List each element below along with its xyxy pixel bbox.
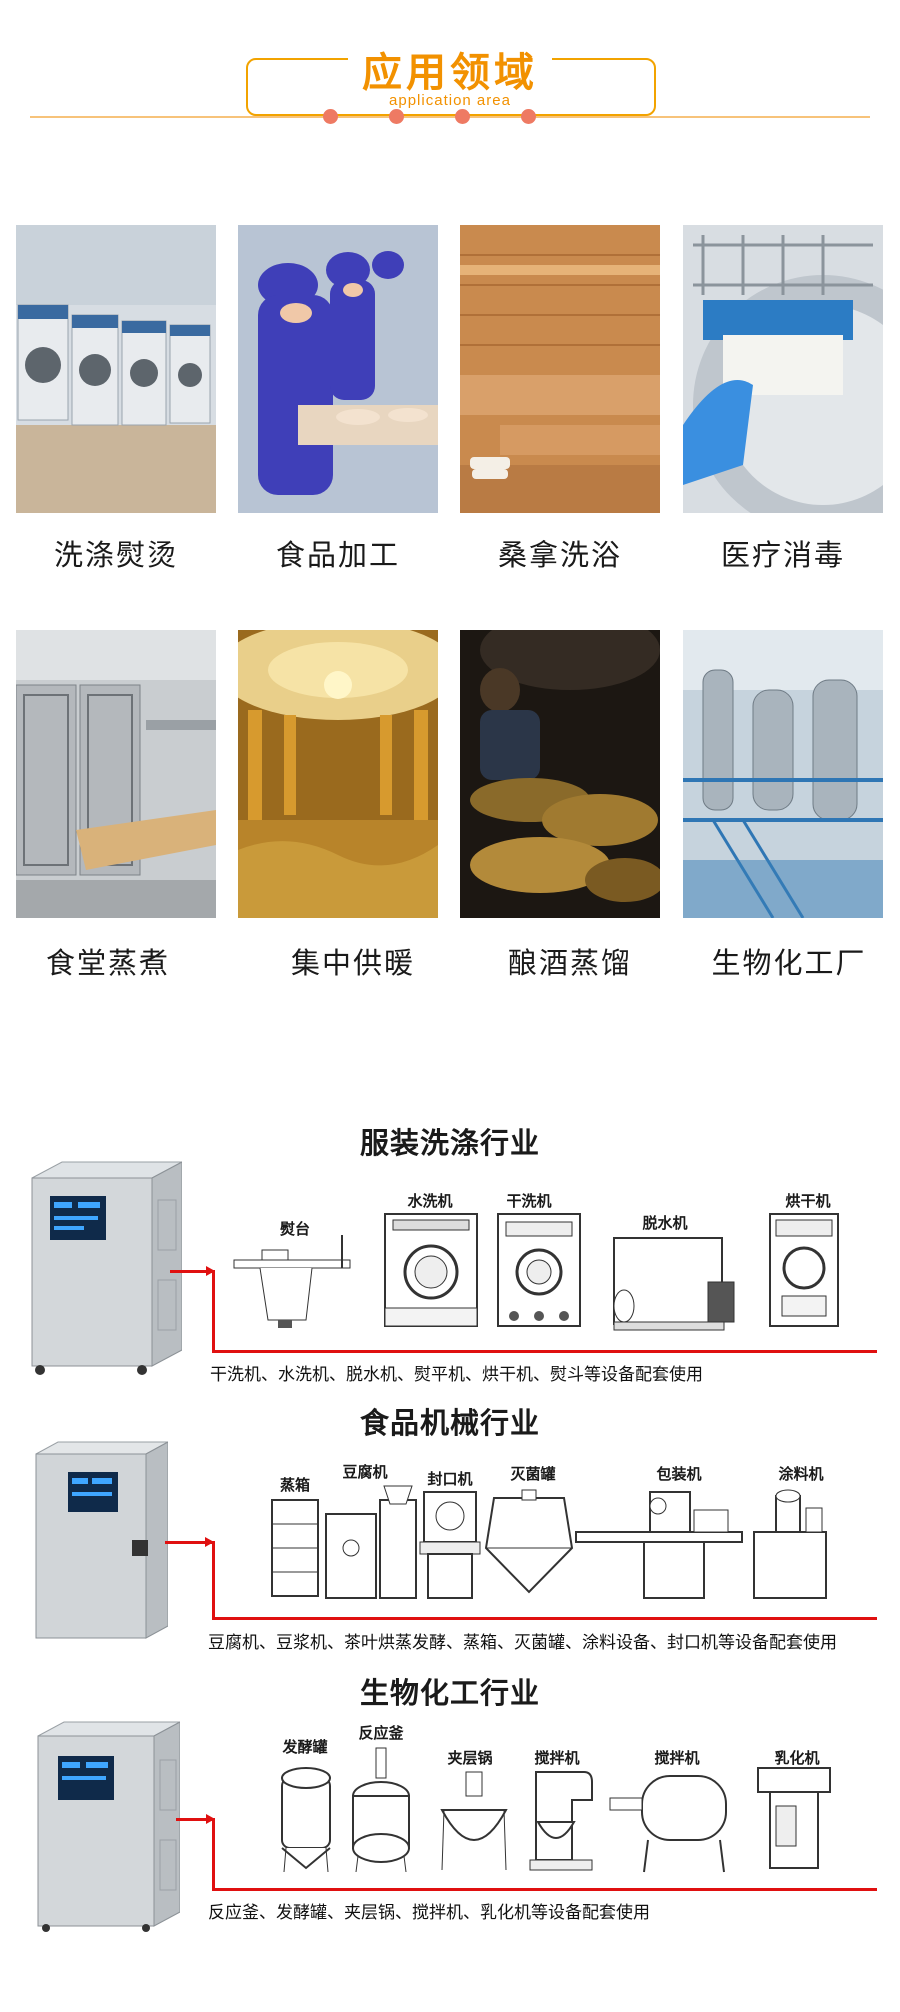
jacketed-kettle-icon [440,1771,508,1871]
steam-pipe [212,1350,877,1353]
emulsifier-icon [757,1767,831,1869]
application-label: 洗涤熨烫 [53,538,178,572]
decor-dot [455,109,470,124]
food-processing-image [238,225,438,513]
application-label: 生物化工厂 [711,946,867,980]
mixer-icon [529,1771,593,1871]
header-title: 应用领域 [348,50,552,96]
medical-sterilization-image [683,225,883,513]
header-subtitle: application area [389,92,511,109]
steam-boiler-icon [31,1161,182,1375]
equipment-label: 涂料机 [778,1465,824,1483]
equipment-label: 熨台 [279,1220,310,1238]
industry-title: 服装洗涤行业 [359,1126,540,1160]
equipment-label: 搅拌机 [654,1749,700,1767]
application-label: 集中供暖 [290,946,415,980]
sauna-image [460,225,660,513]
steam-pipe [212,1617,877,1620]
industry-title: 食品机械行业 [359,1406,540,1440]
section-header: 应用领域 application area [0,0,900,140]
fermenter-icon [281,1767,331,1873]
steam-cabinet-icon [271,1499,319,1597]
application-label: 食品加工 [275,538,400,572]
header-divider [30,116,870,118]
sauna-photo [460,225,660,513]
laundry-photo [16,225,216,513]
equipment-label: 封口机 [427,1470,473,1488]
equipment-label: 烘干机 [785,1192,831,1210]
equipment-label: 夹层锅 [447,1749,493,1767]
equipment-label: 灭菌罐 [510,1465,556,1483]
equipment-label: 反应釜 [358,1724,404,1742]
application-label: 食堂蒸煮 [45,946,170,980]
brewing-distillation-image [460,630,660,918]
equipment-label: 蒸箱 [279,1476,310,1494]
washing-machine-icon [384,1213,478,1327]
equipment-label: 发酵罐 [282,1738,328,1756]
usage-text: 豆腐机、豆浆机、茶叶烘蒸发酵、蒸箱、灭菌罐、涂料设备、封口机等设备配套使用 [208,1633,837,1653]
decor-dot [389,109,404,124]
central-heating-image [238,630,438,918]
tofu-machine-icon [325,1485,417,1599]
equipment-label: 豆腐机 [342,1463,388,1481]
dryer-icon [769,1213,839,1327]
application-label: 桑拿洗浴 [497,538,622,572]
equipment-label: 乳化机 [774,1749,820,1767]
equipment-label: 搅拌机 [534,1749,580,1767]
biochemical-plant-image [683,630,883,918]
medical-sterilization-photo [683,225,883,513]
dehydrator-icon [613,1237,735,1331]
steam-boiler-icon [37,1721,180,1932]
food-processing-photo [238,225,438,513]
packaging-machine-icon [575,1491,743,1599]
equipment-label: 干洗机 [506,1192,552,1210]
coating-machine-icon [753,1489,827,1599]
equipment-label: 包装机 [656,1465,702,1483]
central-heating-photo [238,630,438,918]
industry-title: 生物化工行业 [359,1676,540,1710]
canteen-steaming-photo [16,630,216,918]
brewing-distillation-photo [460,630,660,918]
ironing-table-icon [233,1235,351,1328]
steam-boiler-icon [35,1441,168,1639]
sterilization-tank-icon [484,1489,574,1594]
biochemical-plant-photo [683,630,883,918]
canteen-steaming-image [16,630,216,918]
equipment-label: 脱水机 [642,1214,688,1232]
decor-dot [521,109,536,124]
laundry-image [16,225,216,513]
sealing-machine-icon [419,1491,481,1599]
reactor-icon [352,1747,410,1873]
usage-text: 反应釜、发酵罐、夹层锅、搅拌机、乳化机等设备配套使用 [208,1903,650,1923]
usage-text: 干洗机、水洗机、脱水机、熨平机、烘干机、熨斗等设备配套使用 [210,1365,703,1385]
steam-pipe [212,1888,877,1891]
application-label: 医疗消毒 [720,538,845,572]
mixer-drum-icon [609,1775,727,1873]
application-label: 酿酒蒸馏 [507,946,632,980]
decor-dot [323,109,338,124]
dry-cleaning-machine-icon [497,1213,581,1327]
equipment-label: 水洗机 [407,1192,453,1210]
